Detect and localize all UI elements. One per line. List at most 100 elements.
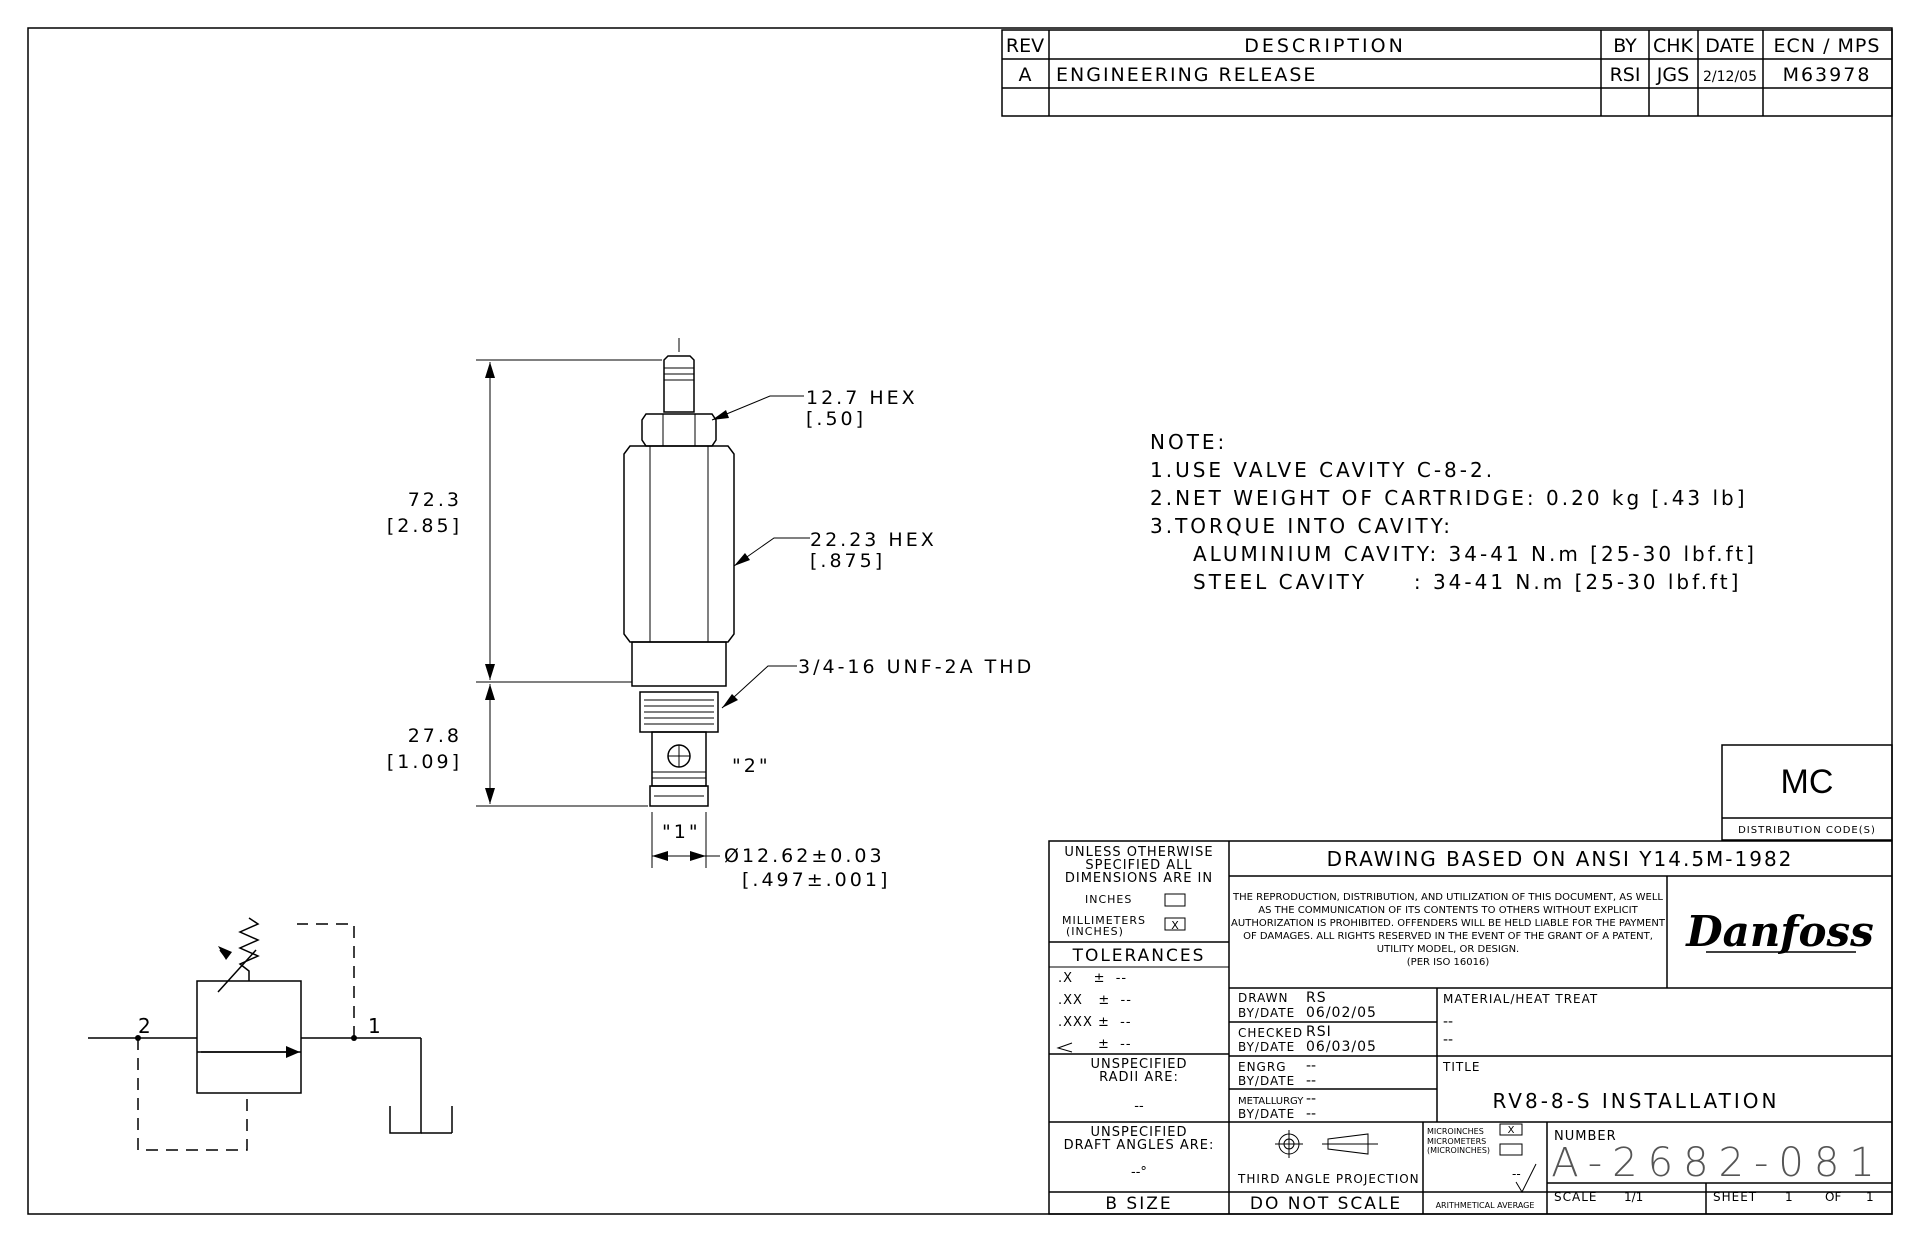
rev-row-ecn: M63978 bbox=[1783, 64, 1872, 86]
unless-line-1: UNLESS OTHERWISE bbox=[1064, 845, 1213, 860]
hex-small-inch: [.50] bbox=[806, 408, 866, 430]
micrometers-checkbox bbox=[1499, 1143, 1523, 1156]
drawn-date: 06/02/05 bbox=[1306, 1005, 1377, 1021]
units-inches-label: INCHES bbox=[1085, 893, 1132, 906]
length-lower-inch: [1.09] bbox=[387, 751, 462, 773]
rev-row-by: RSI bbox=[1610, 64, 1641, 86]
rev-header-rev: REV bbox=[1006, 35, 1044, 57]
rev-header-description: DESCRIPTION bbox=[1244, 35, 1406, 57]
rev-row-chk: JGS bbox=[1656, 64, 1689, 86]
dimension-lines bbox=[476, 359, 810, 868]
scale-value: 1/1 bbox=[1624, 1190, 1643, 1204]
note-1: 1.USE VALVE CAVITY C-8-2. bbox=[1150, 458, 1495, 482]
of-label: OF bbox=[1825, 1190, 1841, 1204]
drawing-standard: DRAWING BASED ON ANSI Y14.5M-1982 bbox=[1327, 847, 1794, 871]
do-not-scale: DO NOT SCALE bbox=[1250, 1194, 1402, 1214]
draft-value: --° bbox=[1131, 1165, 1147, 1180]
title-label: TITLE bbox=[1442, 1060, 1480, 1074]
schematic-port-1: 1 bbox=[368, 1014, 381, 1038]
draft-line-2: DRAFT ANGLES ARE: bbox=[1064, 1138, 1215, 1153]
projection-cone-icon bbox=[1327, 1133, 1369, 1155]
legal-line-5: UTILITY MODEL, OR DESIGN. bbox=[1377, 944, 1519, 955]
units-mm-check-mark: X bbox=[1171, 919, 1179, 932]
tolerances-heading: TOLERANCES bbox=[1072, 946, 1206, 966]
checked-date: 06/03/05 bbox=[1306, 1039, 1377, 1055]
drawing-number: A-2682-081 bbox=[1551, 1140, 1885, 1186]
radii-line-2: RADII ARE: bbox=[1099, 1070, 1179, 1085]
unless-line-2: SPECIFIED ALL bbox=[1085, 858, 1192, 873]
material-line-2: -- bbox=[1443, 1032, 1453, 1048]
draft-line-1: UNSPECIFIED bbox=[1091, 1125, 1188, 1140]
rev-header-by: BY bbox=[1613, 35, 1637, 57]
note-2: 2.NET WEIGHT OF CARTRIDGE: 0.20 kg [.43 … bbox=[1150, 486, 1748, 510]
cartridge-valve-drawing bbox=[623, 338, 735, 807]
micro-line-3: (MICROINCHES) bbox=[1427, 1146, 1490, 1155]
drawn-label: DRAWN bbox=[1238, 991, 1289, 1005]
number-label: NUMBER bbox=[1554, 1129, 1617, 1144]
rev-header-ecn: ECN / MPS bbox=[1774, 35, 1881, 57]
diameter-label: Ø12.62±0.03 bbox=[724, 845, 885, 867]
tolerance-xxx: .XXX ± -- bbox=[1058, 1015, 1132, 1030]
sheet-number: 1 bbox=[1785, 1190, 1793, 1204]
drawing-title: RV8-8-S INSTALLATION bbox=[1492, 1089, 1779, 1113]
engrg-by: -- bbox=[1306, 1058, 1316, 1074]
port-2-label: "2" bbox=[732, 755, 771, 777]
tolerance-x: .X ± -- bbox=[1058, 971, 1127, 986]
thread-label: 3/4-16 UNF-2A THD bbox=[798, 656, 1034, 678]
rev-header-date: DATE bbox=[1705, 35, 1754, 57]
hex-large-inch: [.875] bbox=[810, 550, 885, 572]
sheet-border bbox=[27, 27, 1893, 1215]
length-upper-inch: [2.85] bbox=[387, 515, 462, 537]
checked-label: CHECKED bbox=[1238, 1026, 1303, 1040]
rev-row-rev: A bbox=[1019, 64, 1032, 86]
sheet-label: SHEET bbox=[1713, 1190, 1757, 1204]
diameter-inch: [.497±.001] bbox=[742, 869, 890, 891]
radii-value: -- bbox=[1134, 1099, 1144, 1114]
hex-large-label: 22.23 HEX bbox=[810, 529, 937, 551]
rev-header-chk: CHK bbox=[1653, 35, 1694, 57]
metallurgy-label: METALLURGY bbox=[1238, 1096, 1304, 1107]
projection-label: THIRD ANGLE PROJECTION bbox=[1237, 1172, 1420, 1186]
drawn-bydate-label: BY/DATE bbox=[1238, 1006, 1295, 1020]
microinches-checkbox bbox=[1499, 1123, 1523, 1136]
sheet-total: 1 bbox=[1866, 1190, 1874, 1204]
port-1-label: "1" bbox=[662, 821, 701, 843]
title-block: UNLESS OTHERWISE SPECIFIED ALL DIMENSION… bbox=[1048, 840, 1893, 1215]
note-3-steel: STEEL CAVITY : 34-41 N.m [25-30 lbf.ft] bbox=[1193, 570, 1741, 594]
material-line-1: -- bbox=[1443, 1014, 1453, 1030]
radii-line-1: UNSPECIFIED bbox=[1091, 1057, 1188, 1072]
micro-line-2: MICROMETERS bbox=[1427, 1137, 1486, 1146]
tolerance-xx: .XX ± -- bbox=[1058, 993, 1132, 1008]
distribution-code: MC bbox=[1781, 763, 1834, 801]
rev-row-description: ENGINEERING RELEASE bbox=[1056, 64, 1317, 86]
schematic-port-2: 2 bbox=[138, 1014, 151, 1038]
units-mm-checkbox bbox=[1164, 917, 1186, 931]
length-lower: 27.8 bbox=[408, 725, 462, 747]
hex-small-label: 12.7 HEX bbox=[806, 387, 918, 409]
notes-heading: NOTE: bbox=[1150, 430, 1227, 454]
revision-table: REV DESCRIPTION BY CHK DATE ECN / MPS A … bbox=[1001, 29, 1893, 117]
sheet-size: B SIZE bbox=[1105, 1194, 1172, 1214]
units-mm-inches-label: (INCHES) bbox=[1066, 925, 1124, 938]
legal-line-2: AS THE COMMUNICATION OF ITS CONTENTS TO … bbox=[1258, 905, 1638, 916]
micro-check-mark: X bbox=[1508, 1125, 1515, 1136]
angle-icon bbox=[1056, 1042, 1073, 1053]
metallurgy-by: -- bbox=[1306, 1091, 1316, 1107]
surface-finish-icon bbox=[1515, 1163, 1537, 1194]
length-upper: 72.3 bbox=[408, 489, 462, 511]
hydraulic-schematic: 2 1 bbox=[88, 917, 453, 1151]
units-inches-checkbox bbox=[1164, 893, 1186, 907]
material-label: MATERIAL/HEAT TREAT bbox=[1443, 992, 1598, 1006]
rev-row-date: 2/12/05 bbox=[1703, 69, 1757, 85]
legal-line-4: OF DAMAGES. ALL RIGHTS RESERVED IN THE E… bbox=[1243, 931, 1653, 942]
danfoss-logo: Danfoss bbox=[1685, 907, 1874, 956]
engrg-label: ENGRG bbox=[1238, 1060, 1287, 1074]
legal-line-1: THE REPRODUCTION, DISTRIBUTION, AND UTIL… bbox=[1232, 892, 1663, 903]
arithmetical-average: ARITHMETICAL AVERAGE bbox=[1436, 1201, 1535, 1210]
note-3-aluminium: ALUMINIUM CAVITY: 34-41 N.m [25-30 lbf.f… bbox=[1193, 542, 1757, 566]
metallurgy-bydate-label: BY/DATE bbox=[1238, 1107, 1295, 1121]
legal-line-6: (PER ISO 16016) bbox=[1407, 957, 1490, 968]
drawn-by: RS bbox=[1306, 990, 1327, 1006]
engrg-bydate-label: BY/DATE bbox=[1238, 1074, 1295, 1088]
